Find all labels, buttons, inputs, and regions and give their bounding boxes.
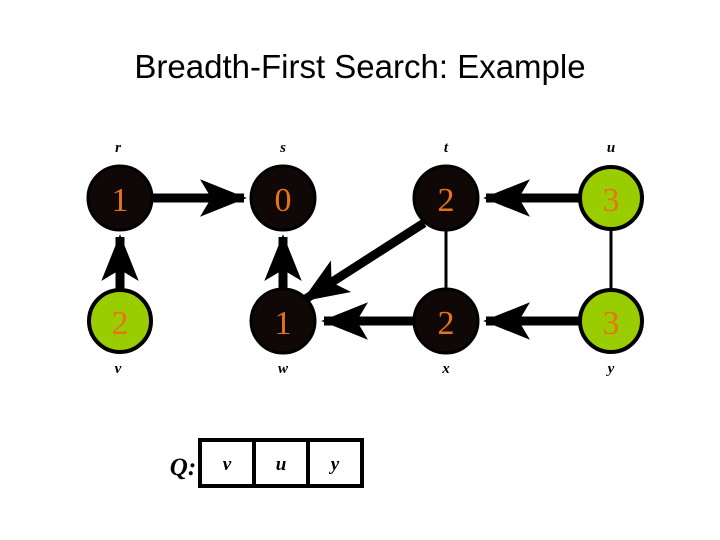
node-name-label: r [115,140,121,156]
node-value: 2 [112,305,129,342]
node-y[interactable]: 3 y [578,288,644,377]
node-t[interactable]: 2 t [412,140,480,232]
node-name-label: x [441,361,450,377]
node-circle[interactable] [87,288,153,354]
node-value: 3 [603,182,620,219]
node-value: 2 [438,305,455,342]
node-circle[interactable] [578,288,644,354]
node-s[interactable]: 0 s [249,140,317,232]
edge-group-directed [101,179,580,340]
node-name-label: y [606,361,615,377]
node-value: 1 [112,182,129,219]
node-name-label: s [279,140,286,156]
edge-group-thin [444,229,613,290]
queue-cell-item[interactable]: u [276,454,287,475]
page-title: Breadth-First Search: Example [134,48,586,85]
queue-label: Q: [170,454,196,481]
node-name-label: u [607,140,615,156]
node-w[interactable]: 1 w [249,287,317,377]
queue-cell-item[interactable]: y [329,454,340,475]
node-circle[interactable] [412,164,480,232]
node-name-label: t [444,140,449,156]
node-circle[interactable] [578,165,644,231]
queue-cell-item[interactable]: v [223,454,232,475]
node-value: 1 [275,305,292,342]
node-circle[interactable] [249,287,317,355]
node-u[interactable]: 3 u [578,140,644,231]
node-circle[interactable] [86,164,154,232]
edge-t-to-w [301,219,427,304]
node-value: 2 [438,182,455,219]
node-circle[interactable] [412,287,480,355]
node-value: 0 [275,182,292,219]
node-name-label: w [278,361,289,377]
node-circle[interactable] [249,164,317,232]
queue-box [198,438,364,488]
queue: Q: v u y [170,438,364,488]
node-v[interactable]: 2 v [87,288,153,377]
node-x[interactable]: 2 x [412,287,480,377]
node-r[interactable]: 1 r [86,140,154,232]
node-value: 3 [603,305,620,342]
node-name-label: v [115,361,122,377]
